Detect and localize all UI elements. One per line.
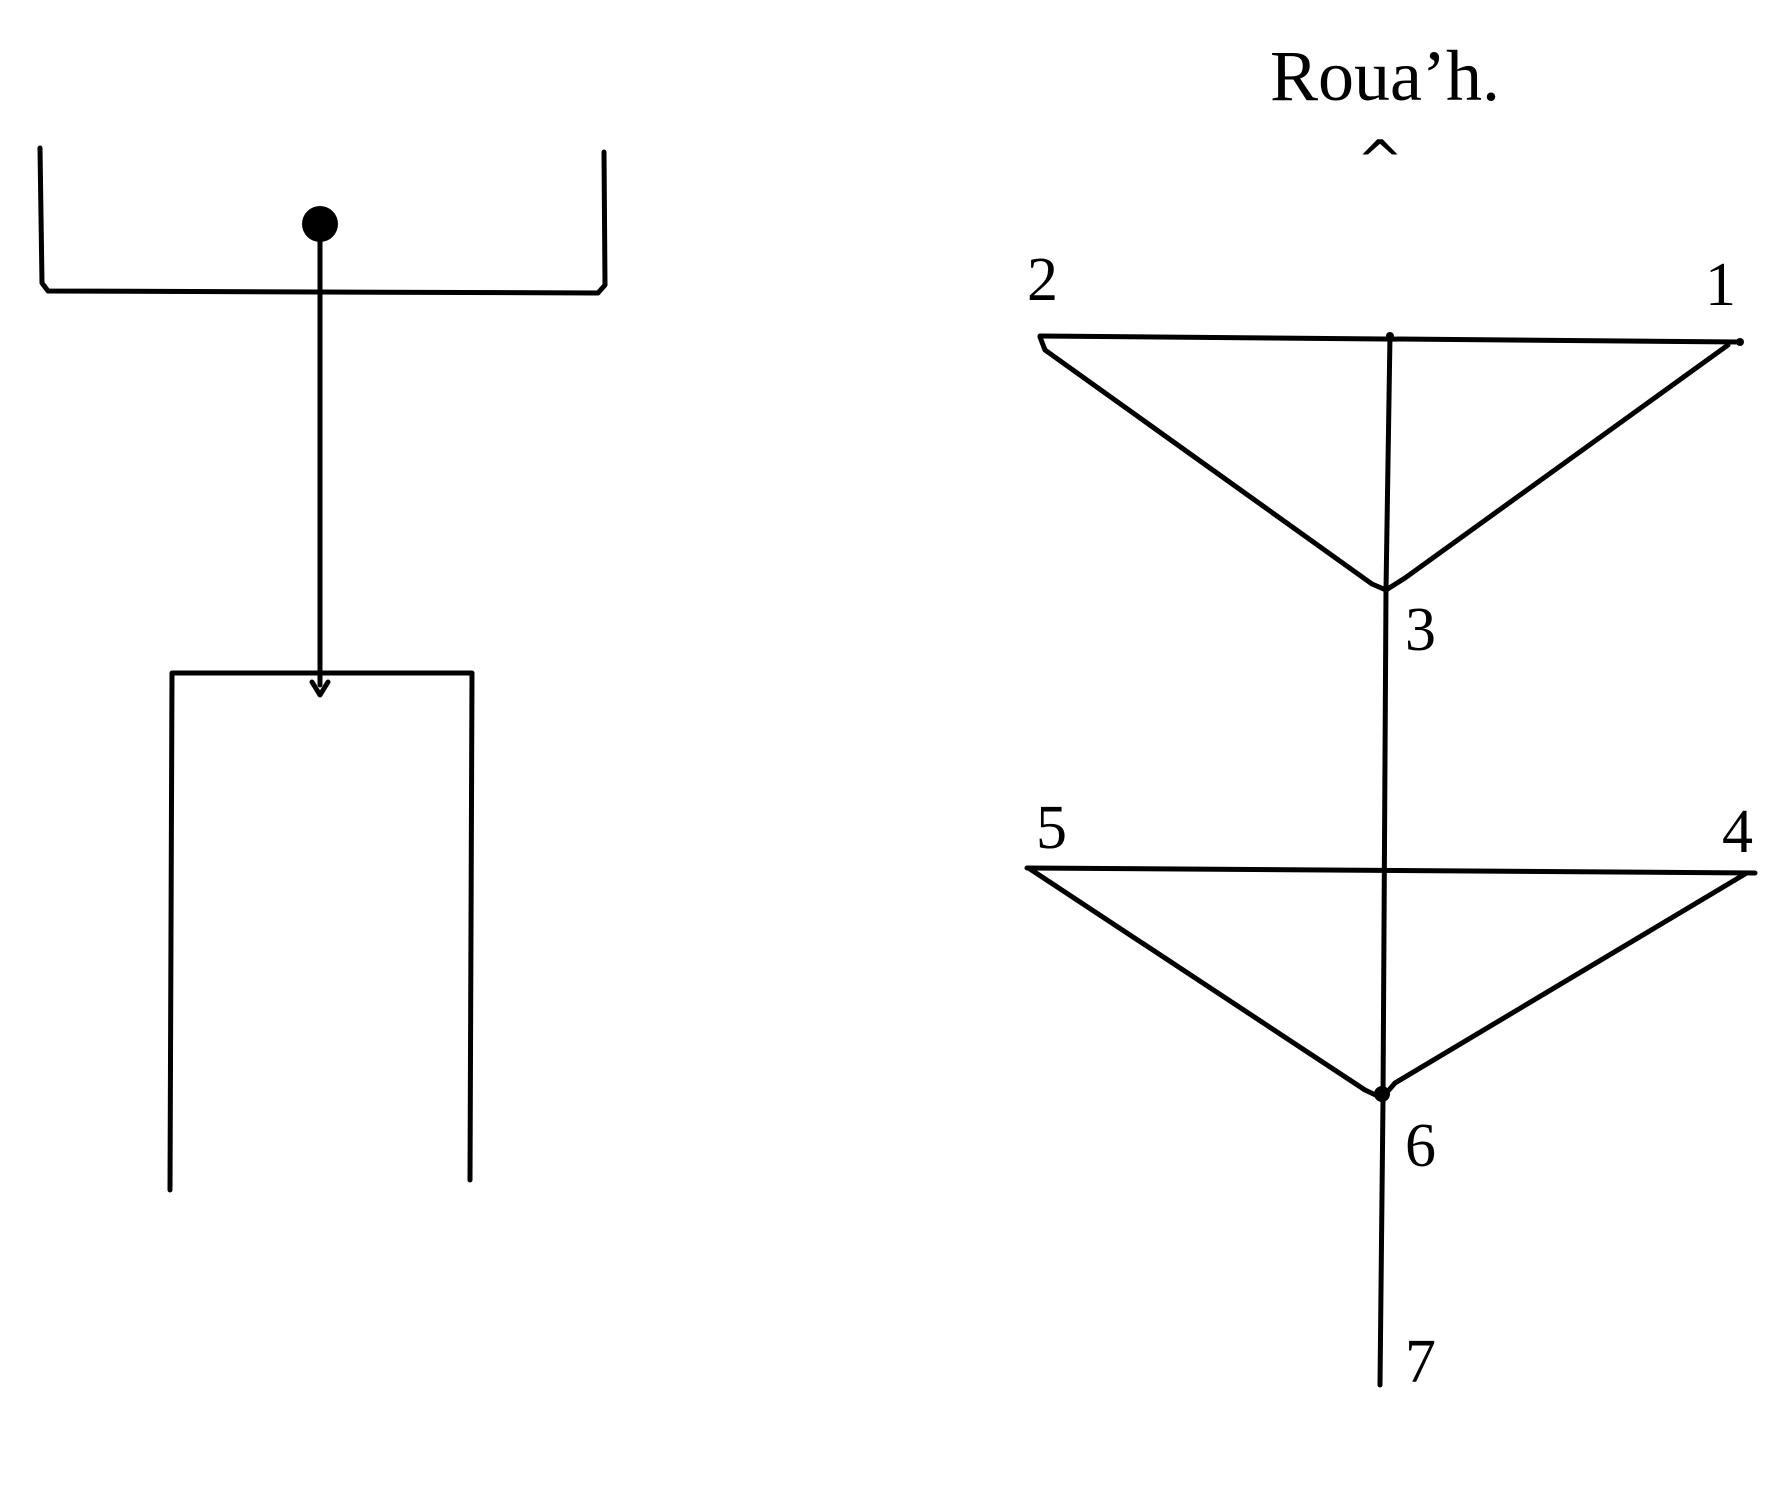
node-label-7: 7 [1405, 1328, 1436, 1396]
stem-top-dot [1386, 332, 1394, 340]
node-label-4: 4 [1722, 798, 1753, 866]
node-label-5: 5 [1036, 794, 1067, 862]
node-6-dot [1374, 1086, 1390, 1102]
node-label-6: 6 [1405, 1112, 1436, 1180]
node-label-1: 1 [1705, 251, 1736, 319]
node-1-dot [1736, 338, 1744, 346]
arms-bracket [37, 145, 608, 296]
node-label-3: 3 [1405, 596, 1436, 664]
lower-triangle-sides [1027, 866, 1748, 1101]
node-label-2: 2 [1027, 246, 1058, 314]
upper-triangle-sides [1037, 334, 1731, 593]
caret-mark: ^ [1357, 129, 1404, 194]
left-figure [37, 145, 608, 1193]
legs-outline [167, 670, 475, 1193]
lower-bar [1024, 865, 1758, 876]
spine-joint-mark [309, 679, 331, 698]
central-stem [1377, 332, 1393, 1388]
diagram-title: Roua’h. [1270, 36, 1500, 116]
right-figure: Roua’h. ^ 1 2 3 4 5 6 7 [1024, 36, 1758, 1396]
